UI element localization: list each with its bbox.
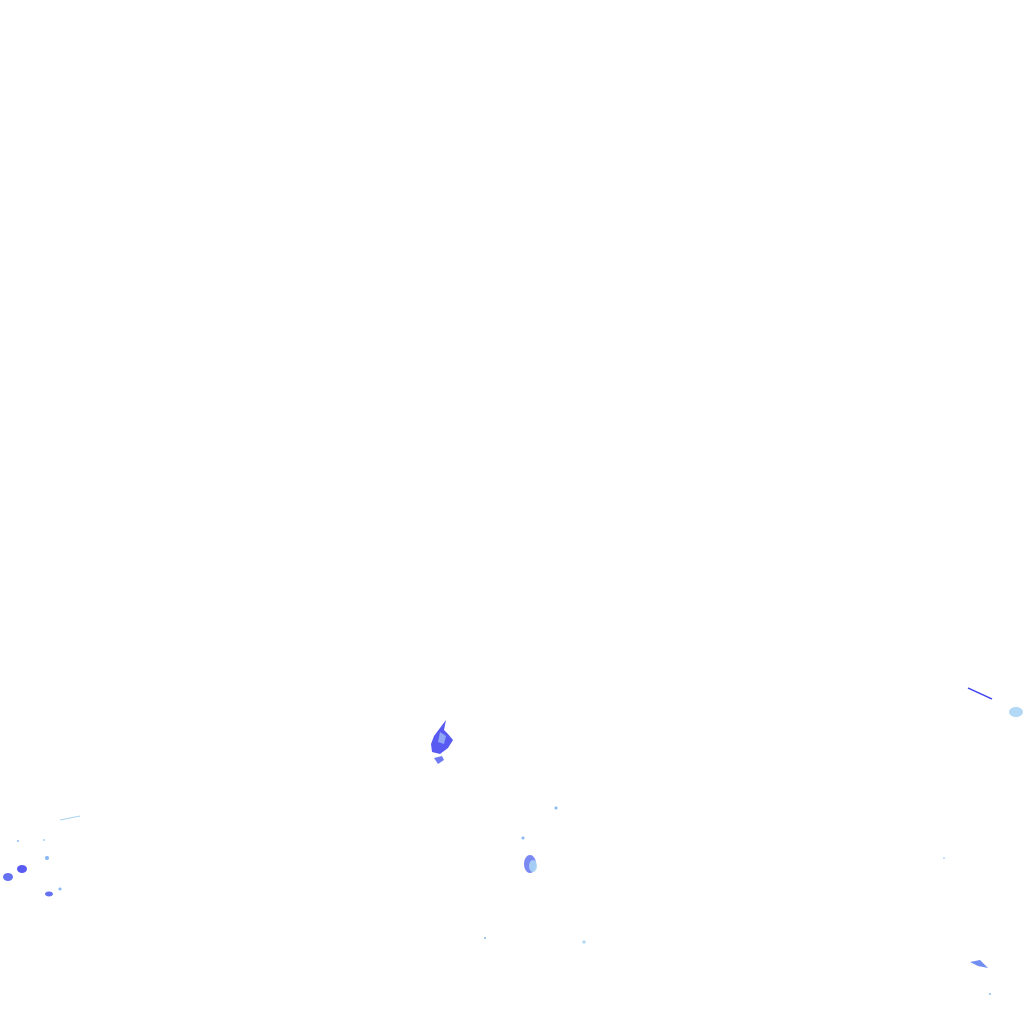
echo-cells-west — [3, 815, 81, 897]
echo-cells-east — [943, 687, 1023, 995]
echo-cell-south-center — [484, 806, 586, 944]
echo-cell-center — [431, 720, 453, 764]
